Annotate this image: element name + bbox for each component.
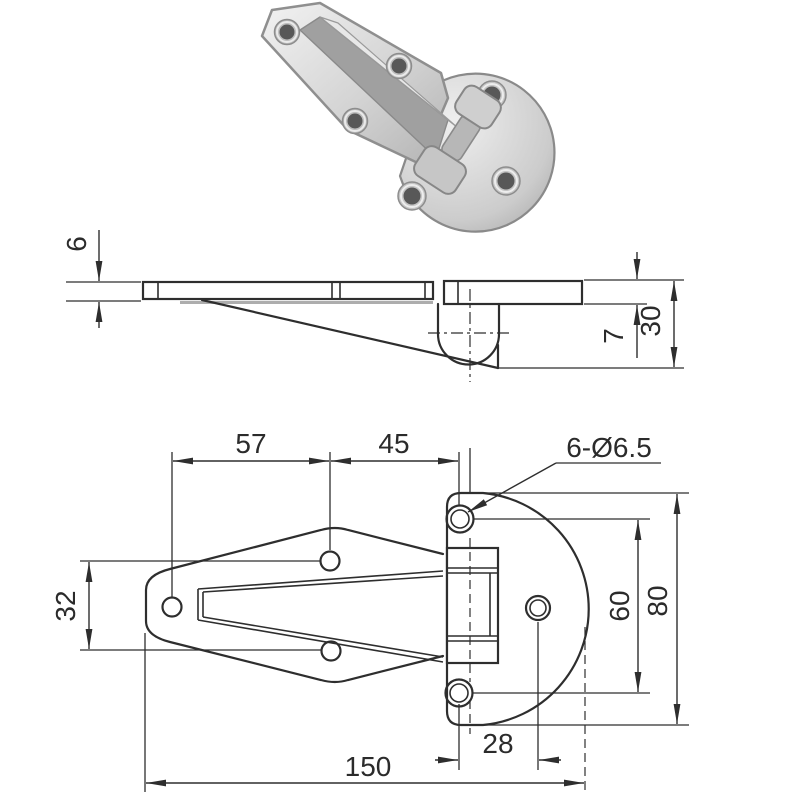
plan-base-hole-bottom [444,678,474,708]
dim-strap-hole-pitch: 57 [171,428,460,597]
dim-base-height: 80 [483,492,689,726]
hinge-photo [260,1,556,233]
dim-30-label: 30 [635,305,666,336]
photo-hole [385,52,413,80]
dim-strap-hole-spread: 32 [50,560,321,651]
dim-base-thickness: 7 [584,252,684,358]
plan-base-plate-outline [445,491,590,727]
dim-60-label: 60 [604,590,635,621]
side-view: 6 7 30 [61,230,684,382]
photo-upper-knuckle [454,84,502,130]
side-base-plate [442,279,584,306]
dim-150-label: 150 [345,751,392,782]
plan-knuckle-details [447,567,498,642]
plan-strap-hole-bottom [320,640,342,662]
dim-45-label: 45 [378,428,409,459]
dim-strap-to-base-pitch: 45 [331,428,458,465]
side-wedge-slope [200,298,500,370]
dim-6-label: 6 [61,236,92,252]
photo-hole [273,18,301,46]
dim-28-label: 28 [482,728,513,759]
plan-tongue-slot [197,570,444,663]
photo-strap-holes [273,18,413,135]
dim-base-hole-spread: 60 [473,518,650,694]
dim-7-label: 7 [598,328,629,344]
dim-32-label: 32 [50,590,81,621]
top-view: 57 45 6-Ø6.5 32 60 [50,428,689,792]
plan-strap-outline [144,526,445,684]
tongue-inner-lines [202,575,444,658]
plan-strap-hole-left [161,596,183,618]
dim-overall-height: 30 [635,281,678,367]
side-strap-plate [141,280,435,301]
photo-base-plate-holes [397,80,521,211]
plan-strap-hole-top [319,550,341,572]
photo-hole [341,107,369,135]
photo-hole [397,181,427,211]
callout-leader [467,462,557,513]
dim-57-label: 57 [235,428,266,459]
holes-callout-label: 6-Ø6.5 [566,432,652,463]
tongue-outer-lines [197,570,444,663]
side-knuckle [436,302,501,366]
holes-callout: 6-Ø6.5 [467,432,661,513]
dim-base-hole-offset: 28 [435,622,561,770]
photo-lower-knuckle [413,145,467,195]
dim-leaf-thickness: 6 [61,230,141,328]
plan-base-hole-top [445,504,475,534]
dim-80-label: 80 [642,585,673,616]
photo-hole [491,166,521,196]
dim-overall-length: 150 [144,627,586,792]
plan-base-hole-center [524,594,552,622]
